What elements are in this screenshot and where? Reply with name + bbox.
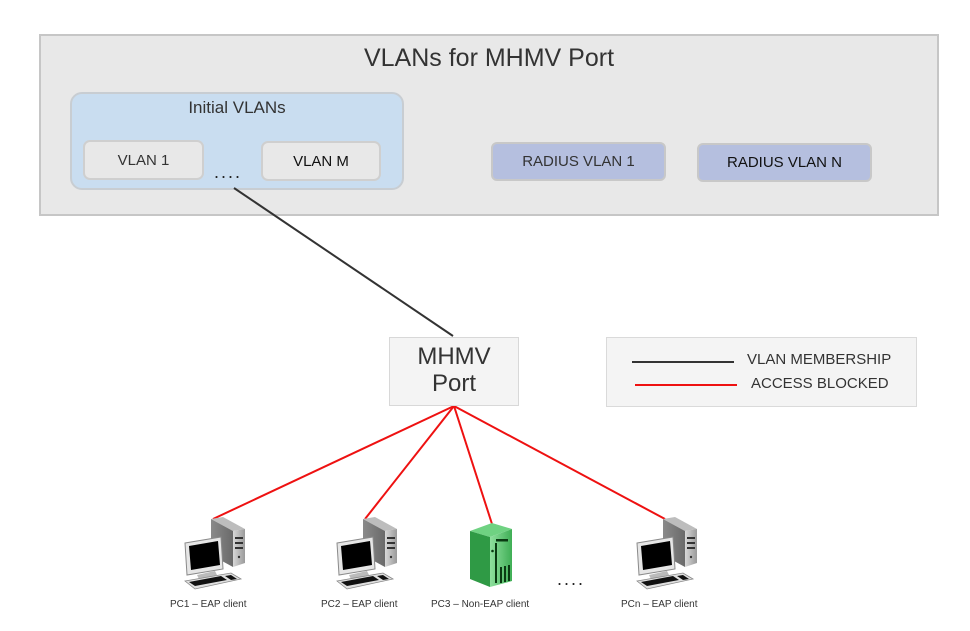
vlan-1-box: VLAN 1 — [83, 140, 204, 180]
pc3-server-icon — [470, 523, 512, 587]
radius-vlan-1-box: RADIUS VLAN 1 — [491, 142, 666, 181]
pc2-label: PC2 – EAP client — [321, 599, 398, 610]
vlan-m-box: VLAN M — [261, 141, 381, 181]
clients-ellipsis: .... — [557, 569, 586, 589]
radius-vlan-n-box: RADIUS VLAN N — [697, 143, 872, 182]
pc3-label: PC3 – Non-EAP client — [431, 599, 530, 610]
blocked-line-pc2 — [364, 405, 455, 520]
pcn-icon — [636, 516, 698, 590]
mhmv-port-box: MHMV Port — [389, 337, 519, 406]
legend-swatches — [632, 361, 737, 386]
vlan-ellipsis: .... — [214, 162, 243, 182]
port-label-line2: Port — [431, 370, 476, 397]
legend-blocked-label: ACCESS BLOCKED — [751, 375, 889, 392]
blocked-line-pc3 — [453, 405, 493, 525]
pc1-label: PC1 – EAP client — [170, 599, 247, 610]
pcn-label: PCn – EAP client — [621, 599, 698, 610]
pc1-icon — [184, 516, 246, 590]
diagram-title: VLANs for MHMV Port — [363, 44, 615, 72]
blocked-line-pc1 — [212, 405, 455, 520]
port-label-line1: MHMV — [417, 343, 491, 370]
pc2-icon — [336, 516, 398, 590]
blocked-line-pcn — [453, 405, 666, 520]
legend — [606, 337, 917, 407]
initial-vlans-title: Initial VLANs — [188, 98, 286, 117]
membership-line — [233, 187, 454, 337]
legend-membership-label: VLAN MEMBERSHIP — [747, 351, 892, 368]
